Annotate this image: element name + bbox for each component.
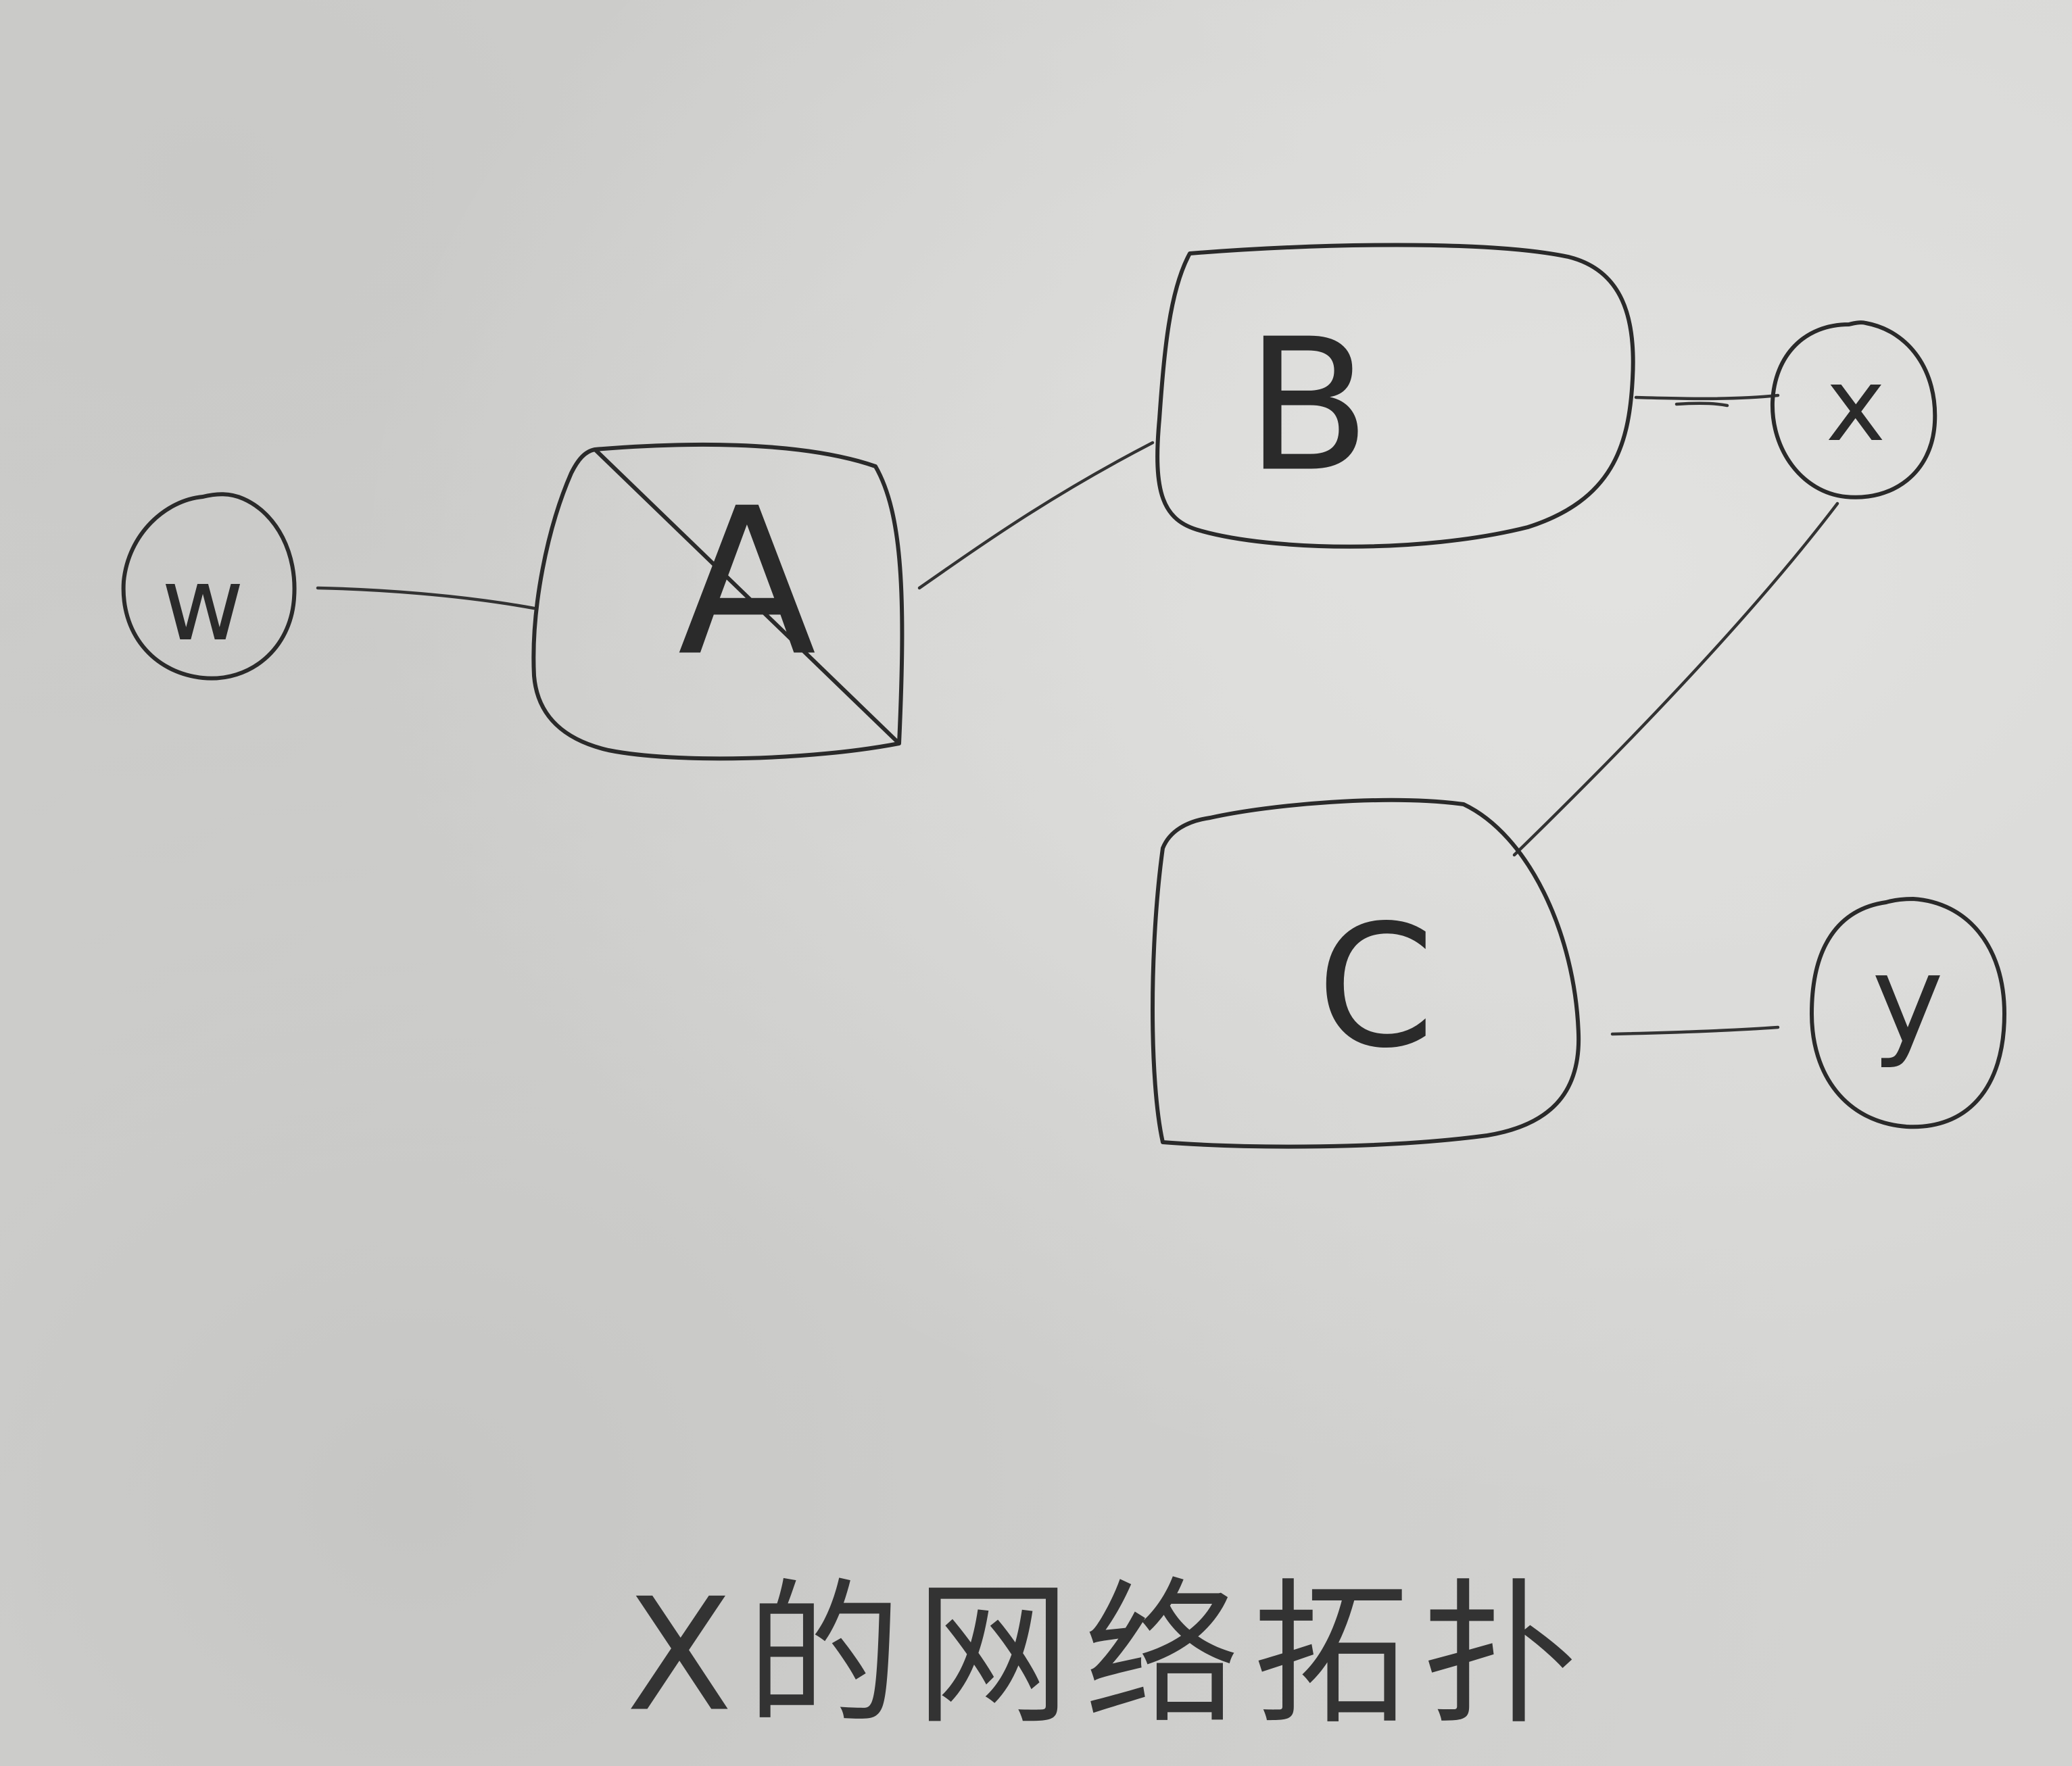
node-c: C	[1151, 798, 1581, 1149]
node-x: x	[1770, 320, 1937, 499]
edge-b-x	[1634, 393, 1780, 401]
edge-b-x-bead	[1675, 401, 1729, 408]
node-x-outline	[1770, 320, 1937, 499]
edge-a-b	[917, 441, 1155, 590]
node-y-label: y	[1872, 930, 1944, 1071]
edge-c-y	[1610, 1025, 1780, 1036]
node-a: A	[531, 442, 905, 761]
diagram-caption: X的网络拓扑	[626, 1566, 1591, 1746]
node-b-outline	[1155, 243, 1635, 549]
node-a-label: A	[677, 465, 817, 701]
edge-x-c	[1512, 501, 1839, 857]
node-y: y	[1810, 897, 2006, 1129]
node-b-label: B	[1245, 299, 1370, 512]
edge-w-a	[316, 586, 536, 610]
node-c-outline	[1151, 798, 1581, 1149]
node-w-outline	[121, 492, 297, 681]
node-w-label: w	[162, 546, 245, 664]
edges	[316, 393, 1839, 1036]
node-x-label: x	[1826, 347, 1886, 464]
node-a-outline	[531, 442, 905, 761]
node-b: B	[1155, 243, 1635, 549]
node-y-outline	[1810, 897, 2006, 1129]
node-c-label: C	[1317, 889, 1435, 1085]
node-w: w	[121, 492, 297, 681]
